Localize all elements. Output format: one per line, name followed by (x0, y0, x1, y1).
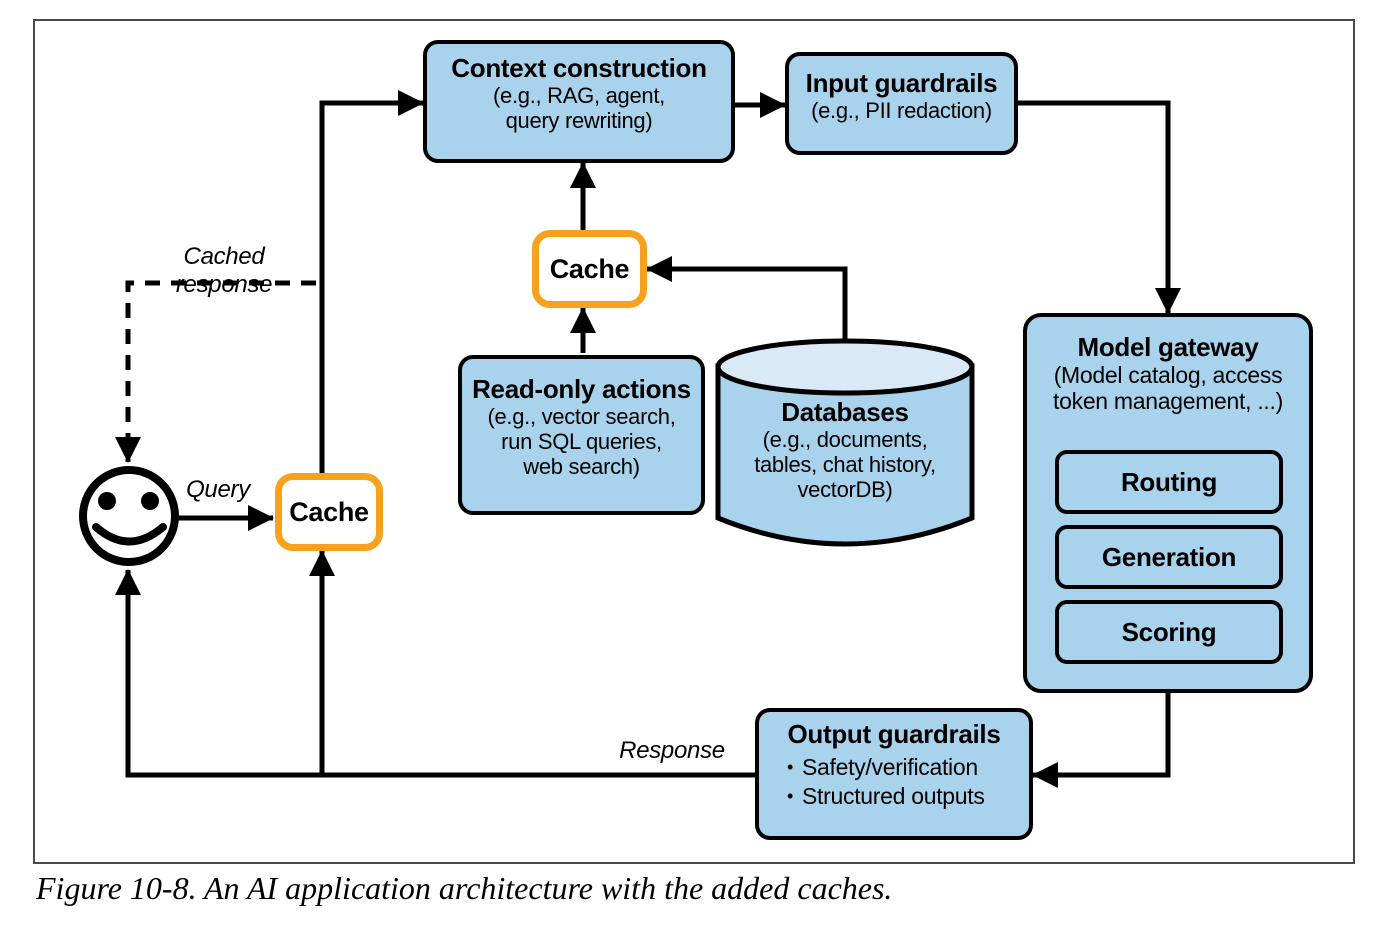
databases-title: Databases (781, 397, 909, 427)
read-only-actions-title: Read-only actions (472, 374, 691, 404)
figure-caption: Figure 10-8. An AI application architect… (36, 870, 893, 906)
model-gateway-subtitle: (Model catalog, access token management,… (1053, 362, 1283, 415)
user-smiley-icon (79, 466, 179, 566)
node-databases-text: Databases (e.g., documents, tables, chat… (718, 398, 972, 502)
output-guardrails-title: Output guardrails (787, 719, 1001, 749)
model-gateway-generation: Generation (1055, 525, 1283, 589)
model-gateway-scoring: Scoring (1055, 600, 1283, 664)
context-construction-subtitle: (e.g., RAG, agent, query rewriting) (493, 83, 665, 134)
response-label: Response (619, 737, 725, 764)
node-prompt-cache: Cache (532, 230, 647, 308)
input-guardrails-title: Input guardrails (805, 68, 998, 98)
query-label: Query (186, 476, 250, 503)
edge-input-guardrails-to-model-gateway (1018, 100, 1181, 314)
node-input-guardrails: Input guardrails (e.g., PII redaction) (785, 52, 1018, 155)
read-only-actions-subtitle: (e.g., vector search, run SQL queries, w… (487, 404, 676, 480)
edge-cached-response-to-user (115, 280, 316, 463)
output-guardrails-bullet-2: •Structured outputs (787, 782, 985, 809)
output-guardrails-bullet-1: •Safety/verification (787, 754, 978, 781)
node-context-construction: Context construction (e.g., RAG, agent, … (423, 40, 735, 163)
input-guardrails-subtitle: (e.g., PII redaction) (811, 98, 992, 124)
query-cache-label: Cache (289, 496, 369, 527)
databases-cylinder-icon (715, 338, 975, 547)
prompt-cache-label: Cache (549, 253, 630, 284)
node-model-gateway: Model gateway (Model catalog, access tok… (1023, 313, 1313, 693)
model-gateway-routing: Routing (1055, 450, 1283, 514)
node-read-only-actions: Read-only actions (e.g., vector search, … (458, 355, 705, 515)
node-output-guardrails: Output guardrails •Safety/verification •… (755, 708, 1033, 840)
bullet-icon: • (787, 757, 794, 778)
databases-subtitle: (e.g., documents, tables, chat history, … (754, 426, 936, 502)
bullet-icon: • (787, 785, 794, 806)
edge-response-to-user (115, 569, 755, 778)
output-guardrails-bullets: •Safety/verification •Structured outputs (759, 753, 1029, 811)
edge-model-gateway-to-output-guardrails (1032, 693, 1171, 788)
diagram-frame (33, 19, 1355, 864)
model-gateway-title: Model gateway (1077, 332, 1259, 362)
edge-databases-to-prompt-cache (646, 256, 848, 342)
cached-response-label: Cached response (175, 243, 273, 298)
context-construction-title: Context construction (451, 53, 707, 83)
node-query-cache: Cache (275, 473, 383, 551)
edge-query-cache-to-context (319, 90, 424, 473)
